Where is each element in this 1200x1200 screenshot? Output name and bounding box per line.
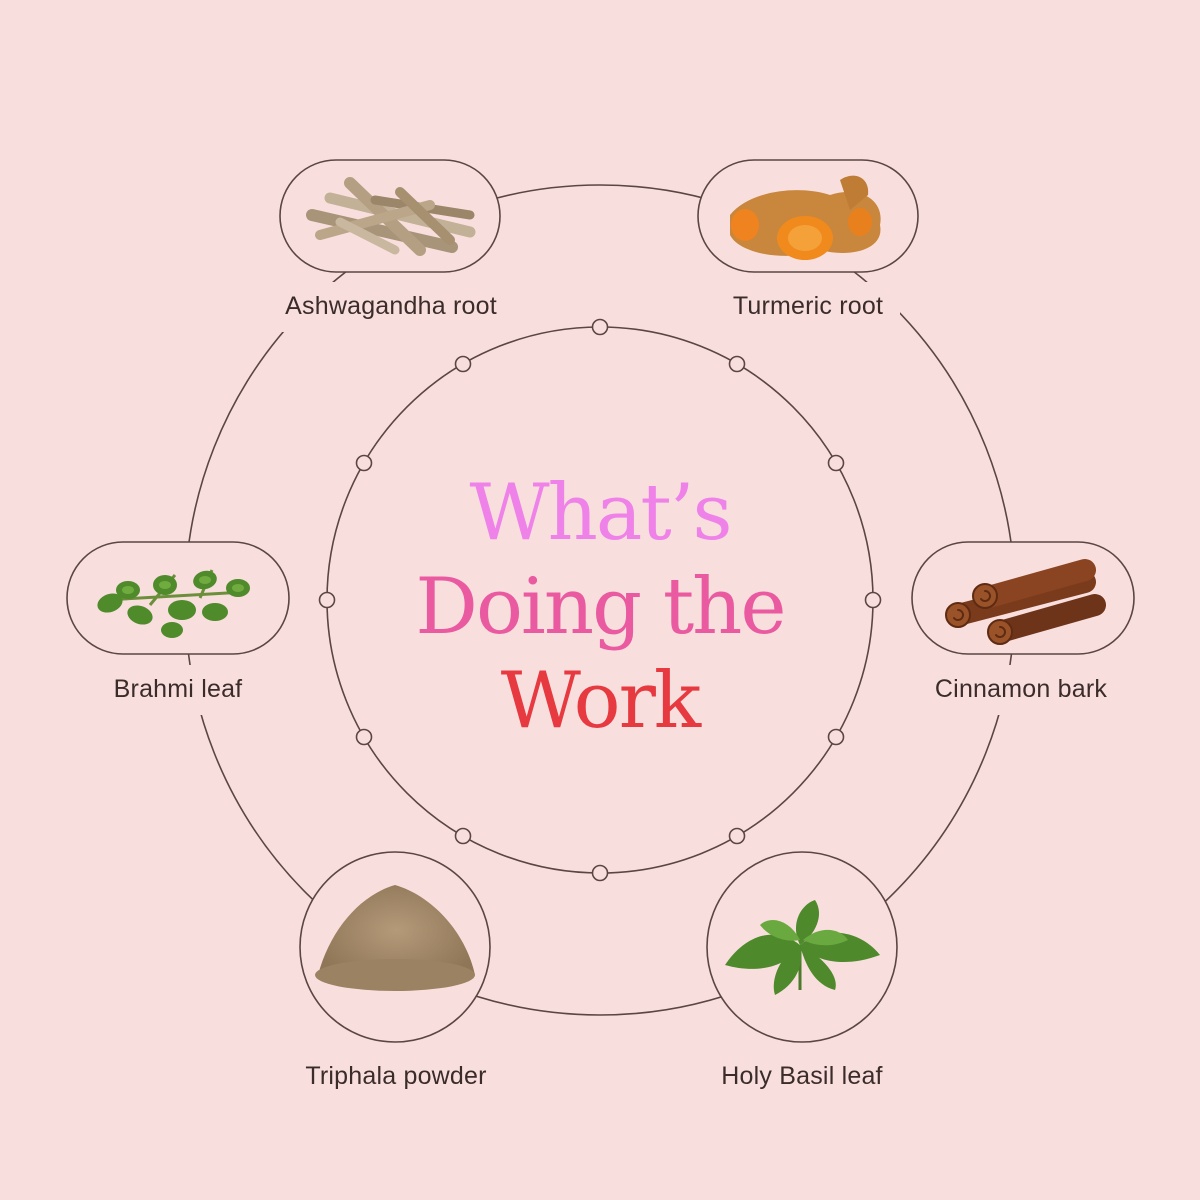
ring-node [454, 827, 472, 845]
ashwagandha-root-icon [306, 177, 476, 256]
diagram-title: What’s Doing the Work [415, 466, 786, 748]
ring-node [355, 454, 373, 472]
triphala-label: Triphala powder [305, 1062, 487, 1090]
ashwagandha-label: Ashwagandha root [285, 292, 497, 320]
ring-node [318, 591, 336, 609]
ring-node [355, 728, 373, 746]
ring-node [827, 454, 845, 472]
inner-ring-nodes [318, 318, 882, 882]
triphala-powder-icon [315, 885, 475, 991]
turmeric-label: Turmeric root [732, 292, 884, 320]
ring-node [728, 827, 746, 845]
ring-node [864, 591, 882, 609]
holy-basil-label: Holy Basil leaf [721, 1062, 883, 1090]
title-line-2: Doing the [415, 562, 786, 652]
title-line-3: Work [500, 656, 701, 746]
ring-node [454, 355, 472, 373]
brahmi-frame [66, 541, 290, 655]
turmeric-root-icon [730, 175, 881, 260]
cinnamon-bark-icon [945, 559, 1106, 645]
ring-node [728, 355, 746, 373]
ring-node [591, 318, 609, 336]
ring-node [591, 864, 609, 882]
title-line-1: What’s [469, 468, 732, 558]
brahmi-label: Brahmi leaf [113, 675, 243, 703]
holy-basil-leaf-icon [725, 900, 880, 995]
cinnamon-label: Cinnamon bark [934, 675, 1108, 703]
brahmi-leaf-icon [97, 569, 250, 638]
ring-node [827, 728, 845, 746]
